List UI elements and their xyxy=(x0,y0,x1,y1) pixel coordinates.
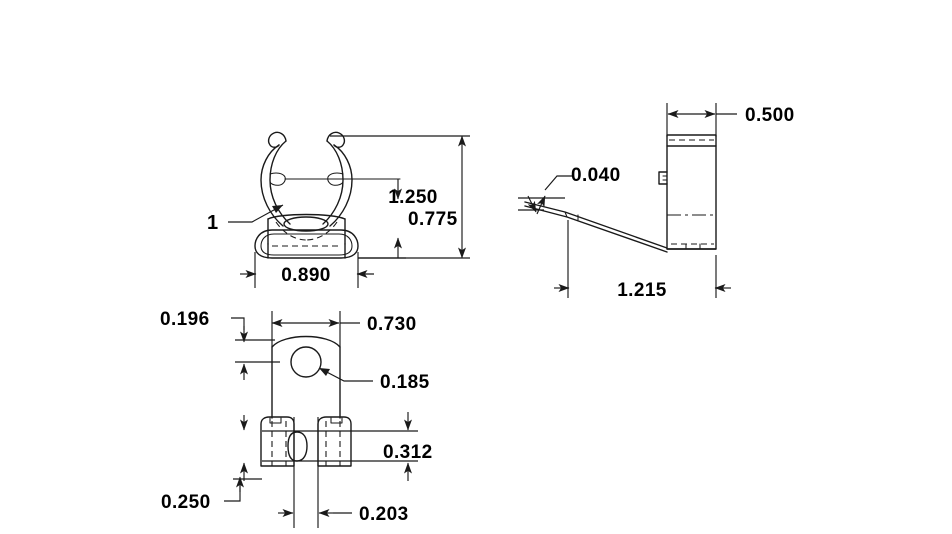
bottom-view-geometry xyxy=(260,311,352,528)
dimension-0250 xyxy=(224,476,262,502)
dimension-0500-label: 0.500 xyxy=(745,105,795,126)
callout-1-label: 1 xyxy=(207,212,218,234)
dimension-0775-label: 0.775 xyxy=(408,209,458,230)
dimension-0775 xyxy=(358,179,406,259)
dimension-0890-label: 0.890 xyxy=(281,265,331,286)
dimension-0196 xyxy=(231,317,280,380)
dimension-0203-label: 0.203 xyxy=(359,504,409,525)
dimension-1215-label: 1.215 xyxy=(617,280,667,301)
dimension-0196-label: 0.196 xyxy=(160,309,210,330)
front-view-geometry xyxy=(254,131,401,259)
dimension-0185-label: 0.185 xyxy=(380,372,430,393)
dimension-0890 xyxy=(240,252,374,288)
dimension-0040 xyxy=(518,175,572,215)
callout-1-leader xyxy=(228,204,284,223)
dimension-0312-label: 0.312 xyxy=(383,442,433,463)
dimension-0500 xyxy=(666,103,737,137)
dimension-1215 xyxy=(554,220,731,298)
dimension-0730-label: 0.730 xyxy=(367,314,417,335)
dimension-0040-label: 0.040 xyxy=(571,165,621,186)
side-view-geometry xyxy=(524,134,717,253)
dimension-0250-label: 0.250 xyxy=(161,492,211,513)
dimension-1250-label: 1.250 xyxy=(388,187,438,208)
dimension-0185 xyxy=(318,367,373,382)
dimension-0312 xyxy=(240,412,418,481)
